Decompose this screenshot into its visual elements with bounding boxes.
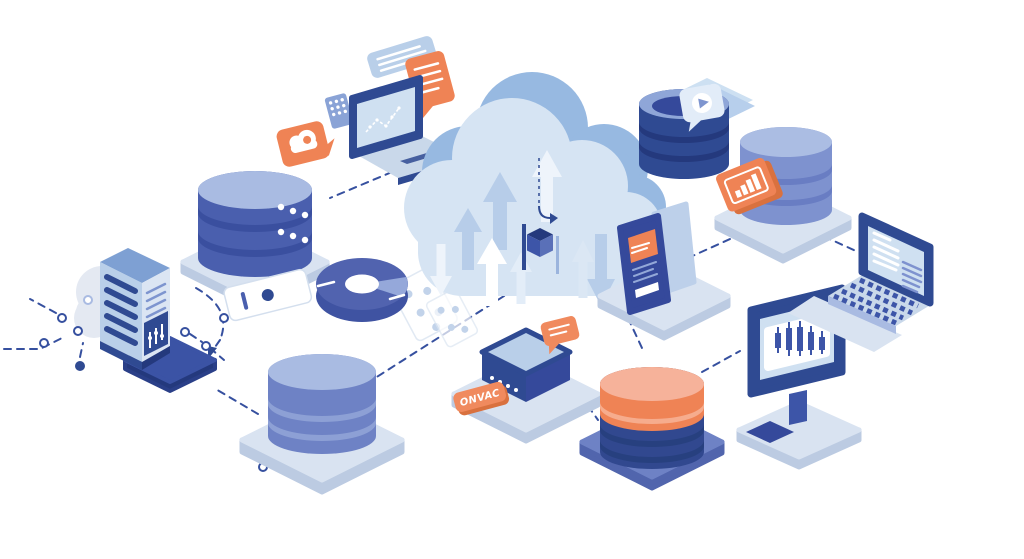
app-dots-card bbox=[324, 93, 354, 129]
keys bbox=[833, 277, 920, 326]
transfer-arrows bbox=[430, 150, 615, 306]
data-card bbox=[425, 288, 479, 348]
laptop-slab bbox=[788, 296, 902, 352]
database-right bbox=[714, 127, 852, 264]
document-lines-icon bbox=[872, 231, 900, 272]
donut-slice bbox=[362, 277, 408, 297]
database-bottom-left bbox=[239, 354, 405, 495]
chat-bubble-router bbox=[540, 316, 580, 355]
cloud-logo-bubble bbox=[276, 121, 335, 167]
scatter-chart-icon bbox=[365, 106, 401, 133]
candlestick-chart-icon bbox=[775, 321, 825, 356]
database-orange bbox=[579, 367, 725, 491]
monitor-pad bbox=[746, 421, 794, 443]
network-router: ONVAC bbox=[451, 316, 601, 444]
server-slats-icon bbox=[104, 274, 138, 346]
download-arrow-icon bbox=[430, 244, 452, 296]
vent-lines bbox=[145, 282, 167, 319]
bar-chart-card bbox=[716, 157, 783, 215]
donut-chart-group bbox=[316, 258, 479, 348]
smartphone-screen bbox=[617, 213, 671, 315]
laptop-right bbox=[788, 212, 934, 352]
upload-arrow-icon bbox=[483, 172, 517, 250]
play-icon bbox=[698, 98, 709, 109]
notification-banner bbox=[628, 229, 658, 263]
tower-top bbox=[100, 248, 170, 283]
id-card-icon bbox=[223, 268, 313, 322]
download-arrow-icon bbox=[587, 234, 615, 306]
server-tower bbox=[100, 248, 217, 393]
data-cube bbox=[527, 228, 553, 257]
indicator-dots-icon bbox=[277, 203, 309, 244]
laptop-screen bbox=[357, 87, 415, 148]
monitor-stand bbox=[789, 390, 807, 425]
cloud-eye-icon bbox=[289, 129, 318, 153]
chat-bubble-blue bbox=[367, 36, 437, 78]
donut-hole bbox=[345, 274, 379, 294]
circuit-node bbox=[57, 313, 67, 323]
media-bubble bbox=[679, 83, 725, 132]
laptop-messaging bbox=[276, 36, 466, 185]
database-left bbox=[180, 171, 330, 322]
bar-chart-icon bbox=[723, 166, 769, 205]
smartphone-kiosk bbox=[597, 201, 731, 341]
router-tag: ONVAC bbox=[453, 381, 510, 416]
database-folder bbox=[639, 78, 755, 179]
